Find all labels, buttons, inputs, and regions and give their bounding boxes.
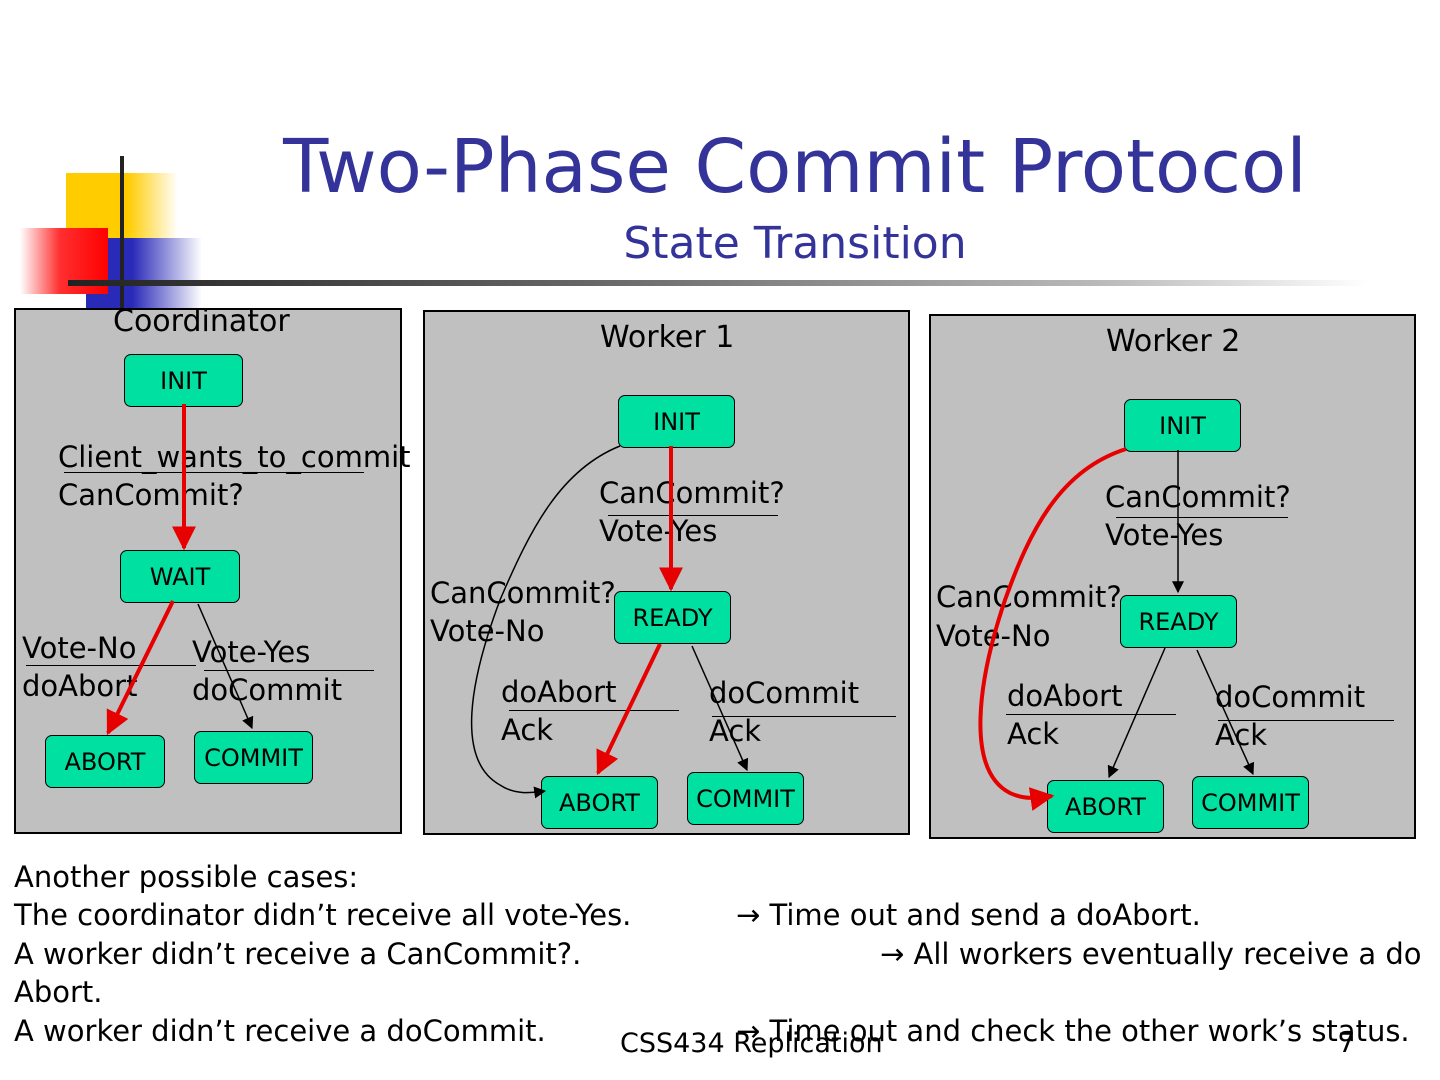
worker2-label-no-out: Vote-No [936,619,1051,653]
slide-subtitle: State Transition [623,218,967,269]
notes-case2-result: → All workers eventually receive a do [880,937,1422,971]
coordinator-label-yes-in: Vote-Yes [192,635,311,669]
coordinator-state-init: INIT [124,354,243,407]
worker1-label-yes-in: CanCommit? [599,476,785,510]
title-underline [68,280,1368,286]
coordinator-state-commit: COMMIT [194,731,313,784]
coordinator-label-trigger: Client_wants_to_commit [58,440,411,474]
worker1-label-commit-out: Ack [709,714,762,748]
worker2-state-abort: ABORT [1047,780,1164,833]
page-number: 7 [1338,1028,1356,1059]
worker2-state-ready: READY [1120,595,1237,648]
worker1-divider-yes [608,515,778,516]
slide-title: Two-Phase Commit Protocol [283,124,1307,210]
slide-logo [18,150,208,310]
worker2-label-abort-out: Ack [1007,717,1060,751]
worker1-state-abort: ABORT [541,776,658,829]
worker2-state-commit: COMMIT [1192,776,1309,829]
worker1-state-init: INIT [618,395,735,448]
coordinator-title: Coordinator [113,304,290,339]
worker1-label-commit-in: doCommit [709,676,860,710]
coordinator-divider-yes [204,670,374,671]
worker2-divider-yes [1116,517,1288,518]
notes-case1: The coordinator didn’t receive all vote-… [14,898,632,932]
notes-case3: A worker didn’t receive a doCommit. [14,1014,546,1048]
worker2-state-init: INIT [1124,399,1241,452]
worker2-label-abort-in: doAbort [1007,679,1123,713]
slide-footer: CSS434 Replication [620,1028,883,1059]
coordinator-label-no-in: Vote-No [22,631,137,665]
worker1-state-commit: COMMIT [687,772,804,825]
notes-heading: Another possible cases: [14,860,359,894]
notes-case2-cont: Abort. [14,975,103,1009]
notes-case1-result: → Time out and send a doAbort. [736,898,1201,932]
worker1-divider-commit [712,716,896,717]
worker2-label-no-in: CanCommit? [936,580,1122,614]
coordinator-state-wait: WAIT [120,550,240,603]
worker1-label-no-in: CanCommit? [430,576,616,610]
worker1-state-ready: READY [614,591,731,644]
worker1-label-abort-out: Ack [501,713,554,747]
worker2-label-commit-out: Ack [1215,718,1268,752]
notes-case2: A worker didn’t receive a CanCommit?. [14,937,582,971]
worker2-label-yes-out: Vote-Yes [1105,518,1224,552]
notes-case3-result: → Time out and check the other work’s st… [736,1014,1410,1048]
coordinator-state-abort: ABORT [45,735,165,788]
coordinator-label-yes-out: doCommit [192,673,343,707]
coordinator-divider-no [26,665,196,666]
logo-vertical-bar [120,156,124,310]
worker1-label-abort-in: doAbort [501,675,617,709]
worker1-panel [423,310,910,835]
worker2-divider-commit [1218,720,1394,721]
worker2-title: Worker 2 [1106,324,1241,359]
worker1-title: Worker 1 [600,320,735,355]
worker2-panel [929,314,1416,839]
coordinator-label-no-out: doAbort [22,669,138,703]
coordinator-label-send: CanCommit? [58,478,244,512]
worker1-label-no-out: Vote-No [430,614,545,648]
worker1-label-yes-out: Vote-Yes [599,514,718,548]
worker2-label-commit-in: doCommit [1215,680,1366,714]
coordinator-divider-trigger [64,472,364,473]
worker2-label-yes-in: CanCommit? [1105,480,1291,514]
